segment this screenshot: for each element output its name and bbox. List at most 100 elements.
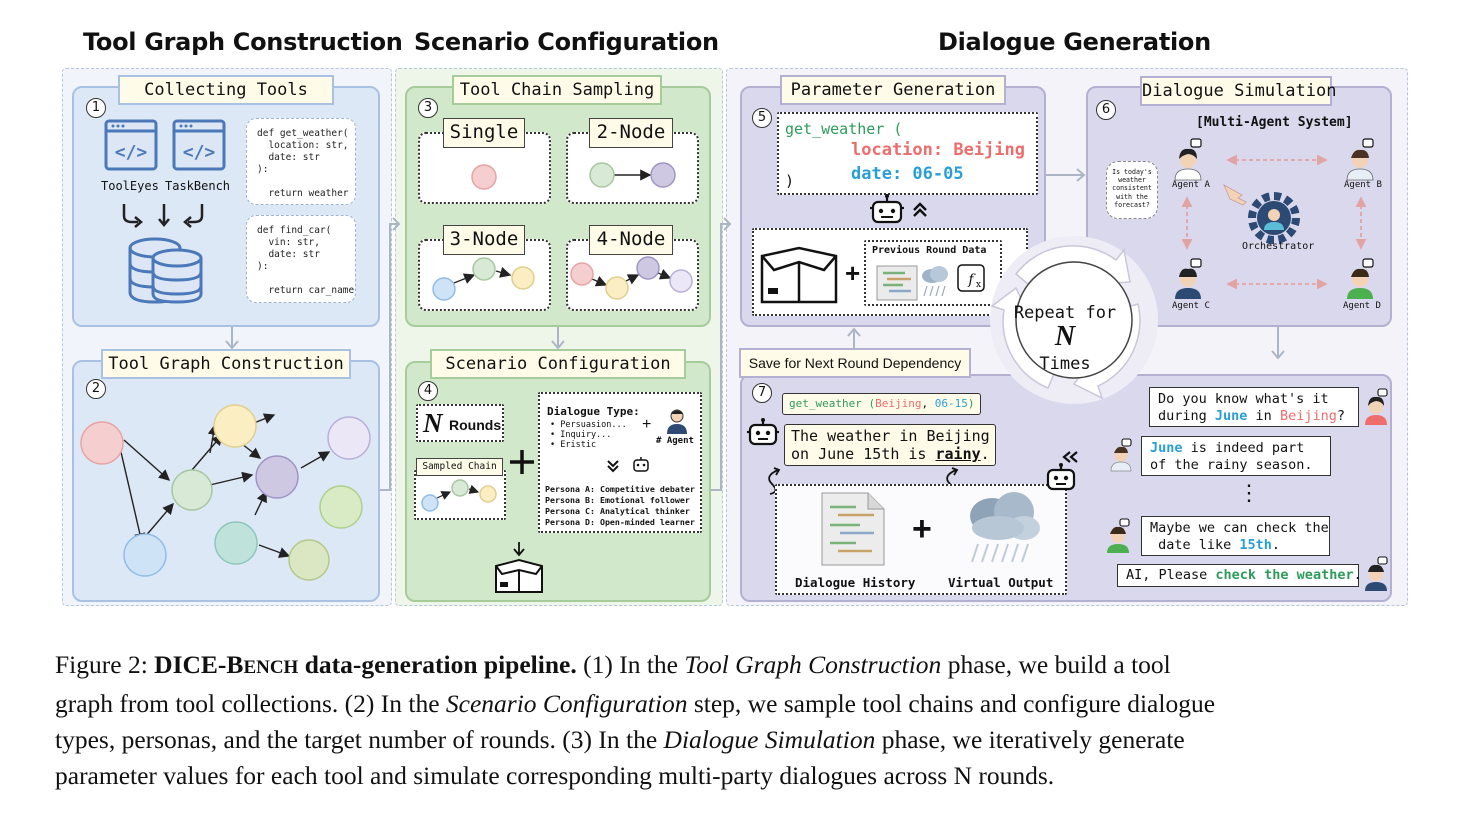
robot-reply-icon — [1046, 451, 1078, 491]
repeat-line3: Times — [1039, 354, 1091, 374]
connector-arrow-icon — [711, 217, 732, 491]
tag-collecting-tools: Collecting Tools — [118, 75, 334, 105]
chat-4-period: . — [1353, 567, 1362, 583]
chat-1-june: June — [1214, 408, 1248, 424]
step-number-7: 7 — [752, 383, 772, 403]
dialogue-history-icon — [821, 492, 885, 566]
chat-1-line1: Do you know what's it — [1158, 391, 1329, 407]
tag-tool-graph-construction: Tool Graph Construction — [101, 349, 351, 379]
tool-call-arg-b: 06-15 — [934, 397, 968, 410]
rounds-box: N Rounds — [416, 404, 504, 442]
dialogue-history-label: Dialogue History — [795, 575, 916, 590]
step-number-2: 2 — [86, 379, 106, 399]
caption-l4: parameter values for each tool and simul… — [55, 761, 1055, 790]
caption-fig: Figure 2: — [55, 650, 155, 679]
orchestrator-label: Orchestrator — [1242, 241, 1315, 252]
chat-3-line1: Maybe we can check the — [1150, 520, 1329, 536]
answer-period: . — [980, 445, 990, 463]
caption-l2a: graph from tool collections. (2) In the — [55, 689, 446, 718]
connector-arrow-icon — [380, 217, 401, 491]
tool-answer-box: The weather in Beijing on June 15th is r… — [784, 424, 996, 466]
box-icon — [760, 246, 838, 304]
chain-node — [471, 164, 497, 190]
title-scenario: Scenario Configuration — [414, 28, 719, 56]
label-3-node: 3-Node — [443, 225, 525, 255]
plus-small-icon: + — [642, 416, 652, 433]
param-location: location: Beijing — [851, 140, 1025, 160]
label-2-node: 2-Node — [589, 118, 673, 148]
figure-caption: Figure 2: DICE-BENCH data-generation pip… — [55, 647, 1425, 794]
caption-l3b: phase, we iteratively generate — [875, 725, 1185, 754]
plus-icon: + — [845, 258, 861, 288]
answer-line2: on June 15th is — [791, 445, 936, 463]
code-window-icon: </> — [104, 119, 158, 171]
tag-tool-chain-sampling: Tool Chain Sampling — [452, 75, 662, 105]
agent-a-label: Agent A — [1172, 180, 1210, 190]
caption-s1-end: phase, we build a tool — [941, 650, 1171, 679]
repeat-line1: Repeat for — [1013, 303, 1117, 323]
down-arrow-icon — [225, 327, 239, 350]
caption-l2b: step, we sample tool chains and configur… — [687, 689, 1216, 718]
chat-2-line1: is indeed part — [1182, 440, 1305, 456]
caption-s1-italic: Tool Graph Construction — [684, 650, 942, 679]
caption-l3a: types, personas, and the target number o… — [55, 725, 664, 754]
agent-d-label: Agent D — [1343, 301, 1381, 311]
tool-call-arg-a: Beijing — [875, 397, 922, 410]
robot-up-icon — [870, 194, 927, 224]
virtual-output-label: Virtual Output — [948, 575, 1054, 590]
dialogue-config-box: Dialogue Type: • Persuasion... • Inquiry… — [538, 392, 702, 533]
code-snippet-find-car: def find_car( vin: str, date: str ): ret… — [246, 215, 356, 303]
param-fn: get_weather ( — [785, 120, 903, 138]
step-number-5: 5 — [752, 108, 772, 128]
previous-data-icons: f x — [876, 264, 985, 301]
down-arrow-icon — [551, 327, 565, 350]
caption-l3-italic: Dialogue Simulation — [663, 725, 876, 754]
chat-3-period: . — [1271, 537, 1281, 553]
agent-c-label: Agent C — [1172, 301, 1210, 311]
multi-agent-title: [Multi-Agent System] — [1196, 115, 1353, 130]
repeat-n: N — [1054, 321, 1076, 352]
param-close: ) — [785, 172, 795, 190]
person-icon — [667, 409, 687, 434]
tag-scenario-configuration: Scenario Configuration — [430, 349, 686, 379]
persona-list: Persona A: Competitive debater Persona B… — [545, 484, 695, 527]
rounds-label: Rounds — [449, 417, 502, 433]
agent-b-avatar — [1110, 438, 1132, 472]
answer-line1: The weather in Beijing — [791, 427, 990, 445]
caption-name-b: ENCH — [243, 657, 299, 678]
multi-agent-diagram — [1174, 138, 1374, 299]
code-window-icon: </> — [172, 119, 226, 171]
caption-l2-italic: Scenario Configuration — [445, 689, 688, 718]
svg-text:</>: </> — [183, 142, 216, 163]
collect-arrows-icon — [122, 204, 204, 228]
down-arrow-icon — [1271, 327, 1285, 360]
chat-4-prefix: AI, Please — [1126, 567, 1216, 583]
rounds-n: N — [423, 408, 443, 438]
tool-graph-diagram — [80, 404, 371, 581]
sampled-chain-label: Sampled Chain — [416, 458, 503, 476]
sampled-chain-diagram — [421, 479, 497, 512]
step-number-4: 4 — [418, 381, 438, 401]
title-dialogue: Dialogue Generation — [938, 28, 1211, 56]
repeat-cycle-icon — [990, 236, 1158, 404]
robot-icon — [747, 418, 779, 446]
chat-4-check: check the weather — [1215, 567, 1354, 583]
database-icon — [128, 237, 203, 304]
right-arrow-icon — [1046, 168, 1086, 182]
chat-1-in: in — [1247, 408, 1280, 424]
tool-source-label: ToolEyes — [101, 179, 159, 193]
svg-text:x: x — [976, 280, 981, 290]
dialogue-type-label: Dialogue Type: — [547, 405, 640, 418]
chat-1-beijing: Beijing — [1279, 408, 1337, 424]
agent-count-label: # Agent — [656, 436, 694, 446]
answer-rainy: rainy — [935, 445, 981, 463]
chat-3-15th: 15th — [1239, 537, 1272, 553]
svg-text:</>: </> — [115, 142, 148, 163]
agent-b-label: Agent B — [1344, 180, 1382, 190]
tool-call-fn: get_weather ( — [789, 397, 876, 410]
up-arrow-icon — [847, 327, 861, 350]
agent-d-avatar — [1107, 518, 1130, 553]
fx-icon: f — [967, 272, 976, 288]
chat-1-during: during — [1158, 408, 1215, 424]
chat-message-1: Do you know what's it during June in Bei… — [1149, 387, 1359, 427]
